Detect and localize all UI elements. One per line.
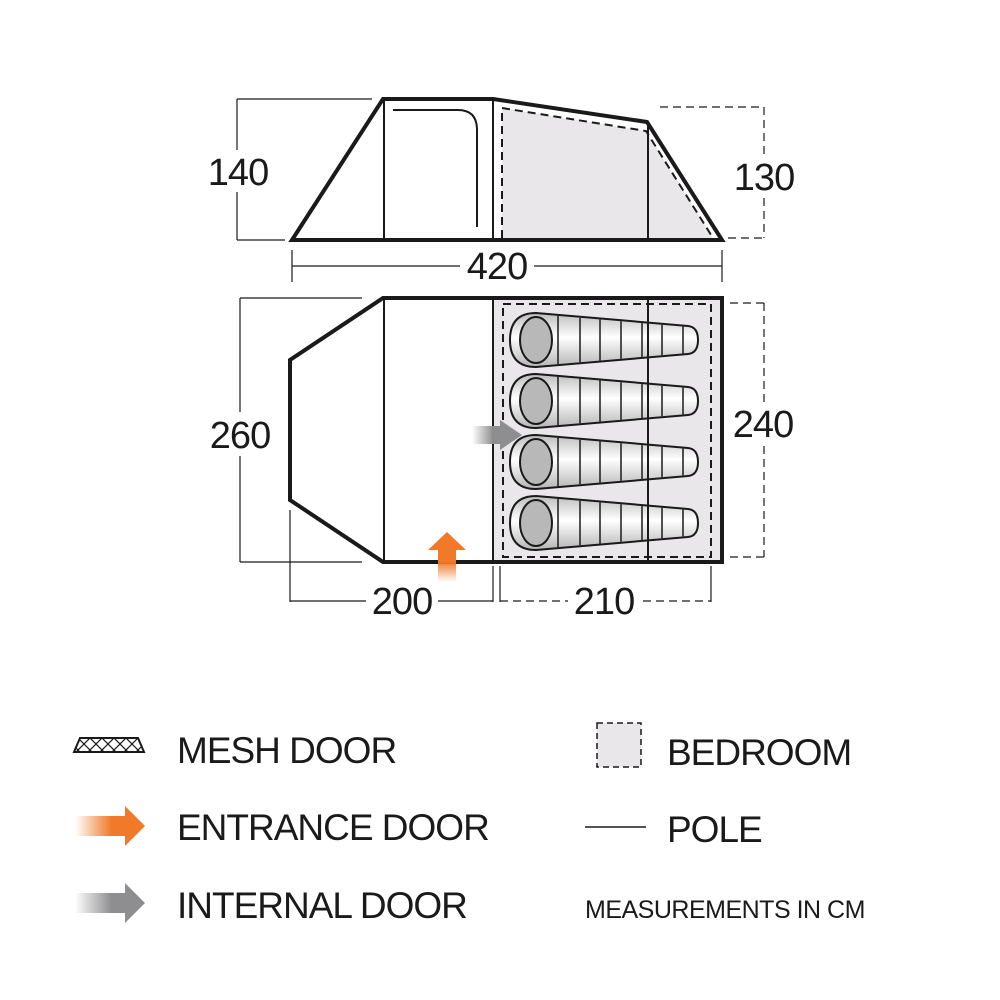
- mesh-door-icon: [72, 737, 146, 753]
- sleeping-bag: [508, 311, 700, 369]
- side-bedroom-dashed-outline: [501, 106, 714, 239]
- legend-entrance-door: ENTRANCE DOOR: [177, 807, 489, 848]
- dim-total-length: 420: [467, 246, 527, 288]
- entrance-arrow-icon: [75, 806, 145, 846]
- sleeping-bags: [508, 311, 700, 552]
- legend-mesh-door: MESH DOOR: [177, 730, 396, 771]
- sleeping-bag-hood: [519, 438, 553, 486]
- dim-bedroom-length: 210: [574, 581, 634, 623]
- dim-floor-width: 260: [210, 415, 270, 457]
- dim-living-length: 200: [372, 581, 432, 623]
- internal-door-arrow: [472, 420, 522, 450]
- measurements-note: MEASUREMENTS IN CM: [585, 896, 865, 924]
- legend: MESH DOOR ENTRANCE DOOR INTERNAL DOOR BE…: [72, 722, 865, 926]
- sleeping-bag-hood: [519, 499, 553, 547]
- sleeping-bag-hood: [519, 316, 553, 364]
- sleeping-bag-hood: [519, 377, 553, 425]
- legend-pole: POLE: [667, 809, 762, 850]
- entrance-door-arrow: [428, 532, 466, 582]
- side-door-outline: [393, 109, 478, 227]
- sleeping-bag: [508, 372, 700, 430]
- sleeping-bag: [508, 433, 700, 491]
- sleeping-bag: [508, 494, 700, 552]
- side-view: 140 130 420: [205, 97, 800, 288]
- side-outline: [288, 97, 726, 242]
- dim-bedroom-width: 240: [733, 404, 793, 446]
- side-bedroom-fill: [502, 108, 713, 238]
- dim-side-left-height: 140: [208, 152, 268, 194]
- internal-arrow-icon: [75, 883, 145, 923]
- legend-internal-door: INTERNAL DOOR: [177, 885, 467, 926]
- legend-bedroom: BEDROOM: [667, 732, 851, 773]
- dim-side-right-height: 130: [734, 157, 794, 199]
- floor-plan: 260 240 200 210: [205, 296, 800, 623]
- bedroom-swatch-icon: [596, 722, 642, 768]
